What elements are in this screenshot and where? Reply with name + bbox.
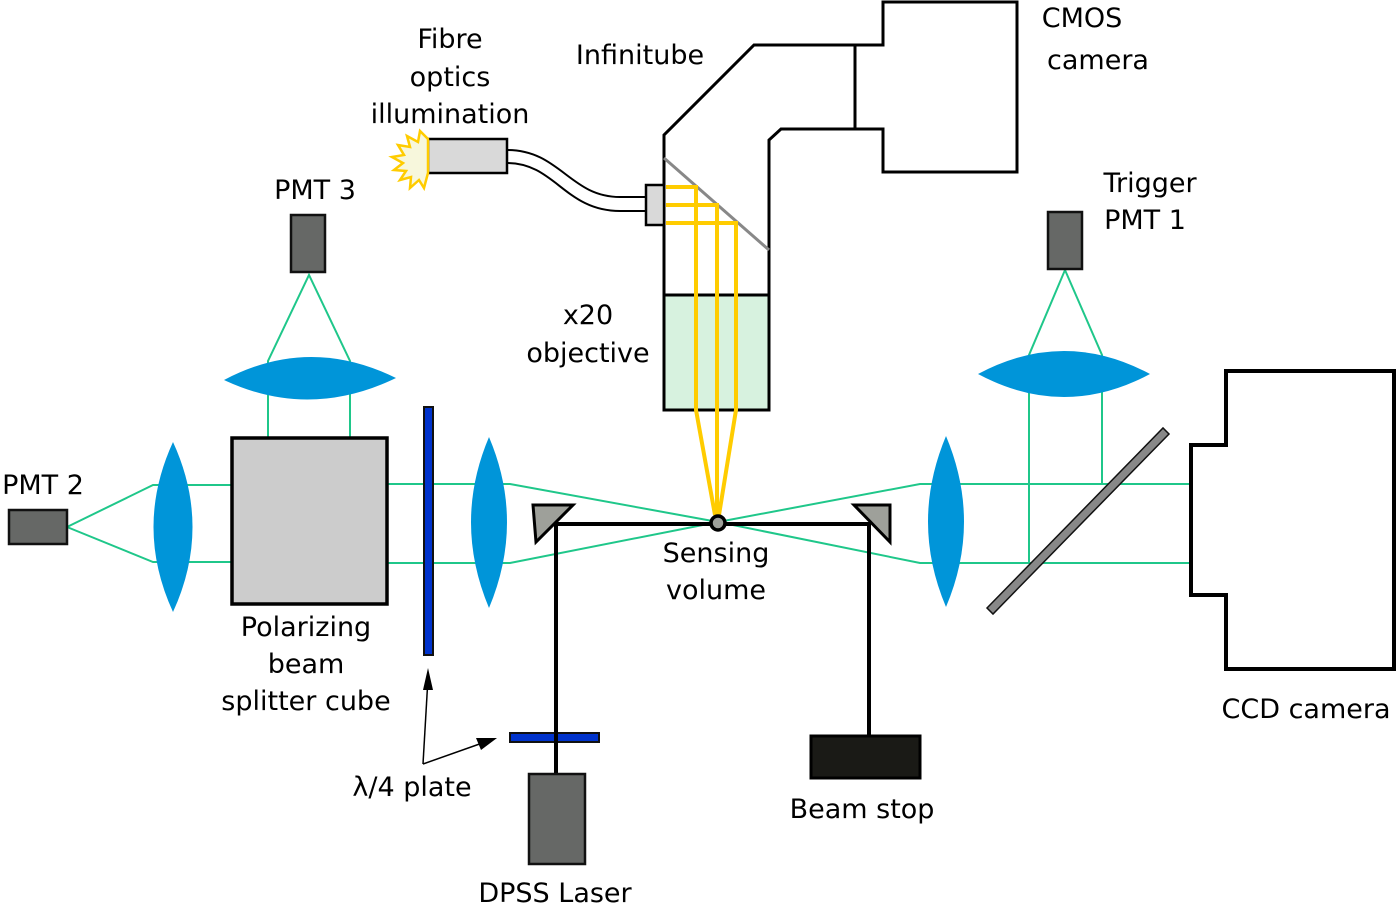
label-sensing-line1: Sensing xyxy=(663,538,770,569)
label-trigger-line2: PMT 1 xyxy=(1104,205,1186,236)
label-waveplate: λ/4 plate xyxy=(352,772,471,803)
lens-right-collection xyxy=(928,436,964,607)
fibre-cable xyxy=(506,149,646,212)
label-trigger-line1: Trigger xyxy=(1102,168,1197,199)
prism-right xyxy=(850,503,892,546)
trigger-pmt-1 xyxy=(1046,210,1084,271)
lens-pmt3 xyxy=(224,356,396,400)
light-burst-icon xyxy=(388,128,430,192)
cmos-camera xyxy=(855,0,1019,174)
label-pbs-line3: splitter cube xyxy=(221,686,390,717)
pmt-3 xyxy=(289,213,327,274)
label-dpss-laser: DPSS Laser xyxy=(478,878,632,905)
infinitube xyxy=(662,43,857,412)
label-beam-stop: Beam stop xyxy=(790,794,935,825)
label-cmos-line1: CMOS xyxy=(1042,3,1123,34)
dpss-laser xyxy=(527,772,587,866)
fibre-light-source xyxy=(426,137,509,175)
label-pmt2: PMT 2 xyxy=(2,470,84,501)
beam-splitter-plate xyxy=(985,426,1171,616)
label-sensing-line2: volume xyxy=(666,575,766,606)
label-fibre-line2: optics xyxy=(410,62,491,93)
label-objective-line1: x20 xyxy=(563,300,613,331)
label-cmos-line2: camera xyxy=(1047,45,1149,76)
pmt-2 xyxy=(7,508,69,546)
label-objective-line2: objective xyxy=(526,338,649,369)
polarizing-beam-splitter-cube xyxy=(230,436,389,606)
label-pbs-line1: Polarizing xyxy=(241,612,371,643)
label-ccd-camera: CCD camera xyxy=(1221,694,1390,725)
lens-left-collection xyxy=(471,437,507,608)
lens-pmt2 xyxy=(153,442,193,612)
label-fibre-line1: Fibre xyxy=(417,24,482,55)
label-pmt3: PMT 3 xyxy=(274,175,356,206)
quarter-wave-plate-vertical xyxy=(423,406,434,656)
lens-trigger-pmt xyxy=(978,351,1150,397)
sensing-volume-marker xyxy=(709,514,727,532)
illumination-beams xyxy=(666,185,738,516)
ccd-camera xyxy=(1189,369,1396,671)
fibre-coupler xyxy=(644,183,666,227)
label-infinitube: Infinitube xyxy=(576,40,704,71)
label-pbs-line2: beam xyxy=(268,649,345,680)
beam-stop xyxy=(809,734,922,780)
waveplate-annotation-arrows xyxy=(422,668,497,765)
label-fibre-line3: illumination xyxy=(371,99,530,130)
prism-left xyxy=(531,503,577,546)
